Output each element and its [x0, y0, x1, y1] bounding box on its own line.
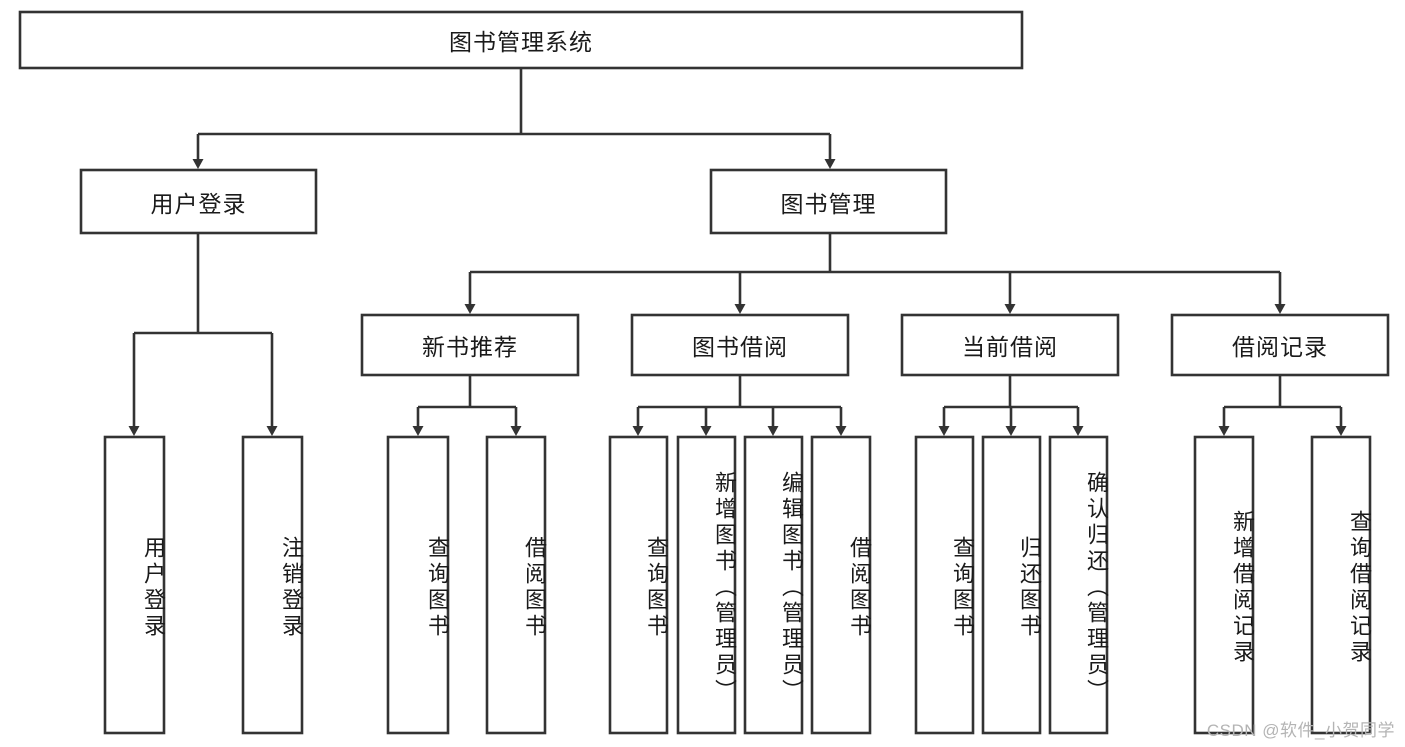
node-box-query-book-leaves4[interactable]	[608, 435, 669, 735]
connector-lines	[128, 68, 1347, 436]
node-box-logout-leaves1[interactable]	[241, 435, 304, 735]
node-box-query-book-leaves2[interactable]	[386, 435, 450, 735]
node-box-edit-book-admin-leaves6[interactable]	[743, 435, 804, 735]
node-box-borrow-book-leaves7[interactable]	[810, 435, 872, 735]
node-boxes	[18, 10, 1390, 735]
node-box-add-borrow-record-leaves11[interactable]	[1193, 435, 1255, 735]
node-box-return-book-leaves9[interactable]	[981, 435, 1042, 735]
node-box-user-login-level20[interactable]	[79, 168, 318, 235]
node-box-confirm-return-admin-leaves10[interactable]	[1048, 435, 1109, 735]
node-box-book-borrow-level31[interactable]	[630, 313, 850, 377]
node-box-add-book-admin-leaves5[interactable]	[676, 435, 737, 735]
node-box-book-management-level21[interactable]	[709, 168, 948, 235]
node-box-library-system-root[interactable]	[18, 10, 1024, 70]
node-box-borrow-book-leaves3[interactable]	[485, 435, 547, 735]
node-box-user-login-leaves0[interactable]	[103, 435, 166, 735]
watermark-text: CSDN @软件_小贺同学	[1206, 721, 1395, 740]
node-box-borrow-record-level33[interactable]	[1170, 313, 1390, 377]
node-box-new-book-recommend-level30[interactable]	[360, 313, 580, 377]
node-box-query-book-leaves8[interactable]	[914, 435, 975, 735]
node-box-query-borrow-record-leaves12[interactable]	[1310, 435, 1372, 735]
node-box-current-borrow-level32[interactable]	[900, 313, 1120, 377]
